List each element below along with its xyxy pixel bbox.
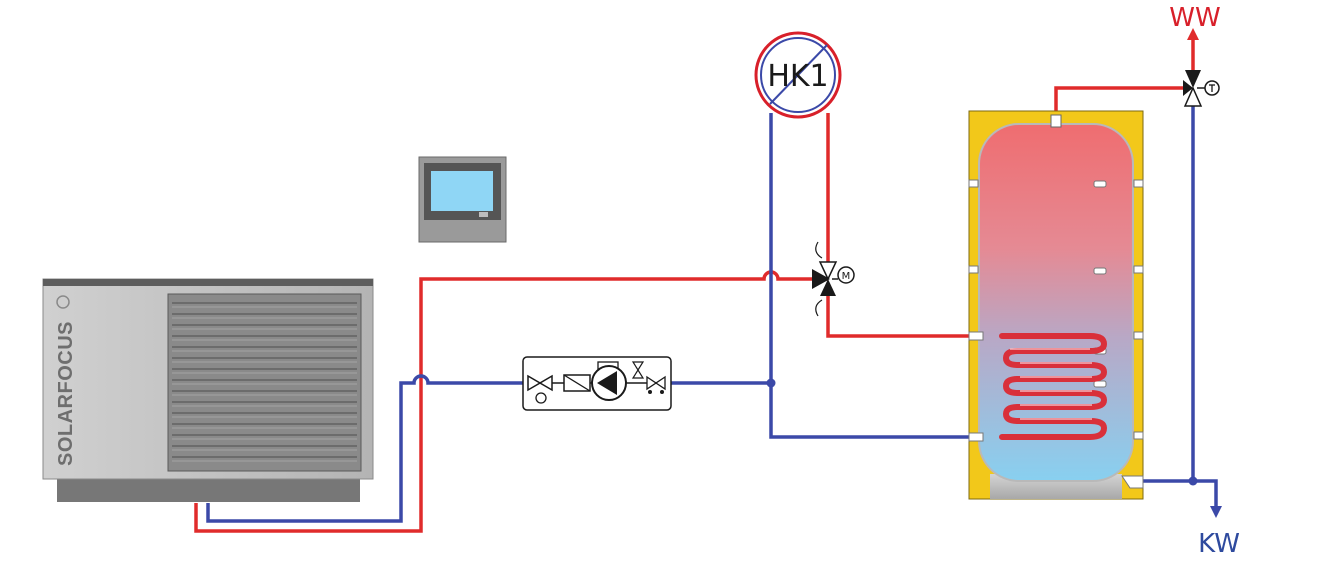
tank-water: [978, 123, 1134, 482]
ball-valve-icon: [527, 374, 542, 392]
cold-water-label: KW: [1198, 529, 1240, 559]
brand-logo-icon: [56, 295, 70, 309]
tank-top-connection: [1050, 114, 1062, 128]
heating-circuit-label: HK1: [767, 59, 828, 94]
rotation-arrow-icon: [815, 241, 823, 259]
cold-water-arrow-icon: [1210, 506, 1222, 518]
heat-exchanger-coil: [999, 333, 1108, 440]
cold-inlet-port: [1121, 475, 1144, 489]
thermometer-icon: [535, 392, 547, 404]
motor-icon: [837, 266, 855, 284]
controller-button: [479, 212, 488, 217]
flow-pipes: [194, 35, 1195, 533]
hot-water-arrow-icon: [1187, 28, 1199, 40]
mixing-valve: M: [812, 241, 855, 317]
heat-pump-base: [57, 476, 360, 502]
safety-valve-icon: [631, 361, 645, 372]
grille-highlights: [172, 306, 357, 462]
pump-group: [522, 356, 672, 411]
hot-water-label: WW: [1169, 3, 1220, 33]
coil-inlet-port: [968, 331, 984, 341]
heat-pump-grille: [167, 293, 362, 472]
return-pipes: [206, 106, 1218, 523]
brand-label: SOLARFOCUS: [55, 321, 77, 466]
pipe-junction-hk1: [766, 378, 776, 388]
thermostatic-mixer: [1183, 70, 1220, 107]
grille-lamellas: [172, 302, 357, 458]
controller-screen: [431, 171, 493, 211]
controller-unit: [418, 156, 507, 243]
heat-pump-top: [43, 279, 373, 286]
storage-tank: [968, 110, 1144, 500]
pipe-junction-kw: [1188, 476, 1198, 486]
heat-pump: SOLARFOCUS: [42, 278, 374, 502]
svg-text:M: M: [842, 271, 851, 282]
coil-outlet-port: [968, 432, 984, 442]
heating-circuit-symbol: HK1: [754, 31, 842, 119]
